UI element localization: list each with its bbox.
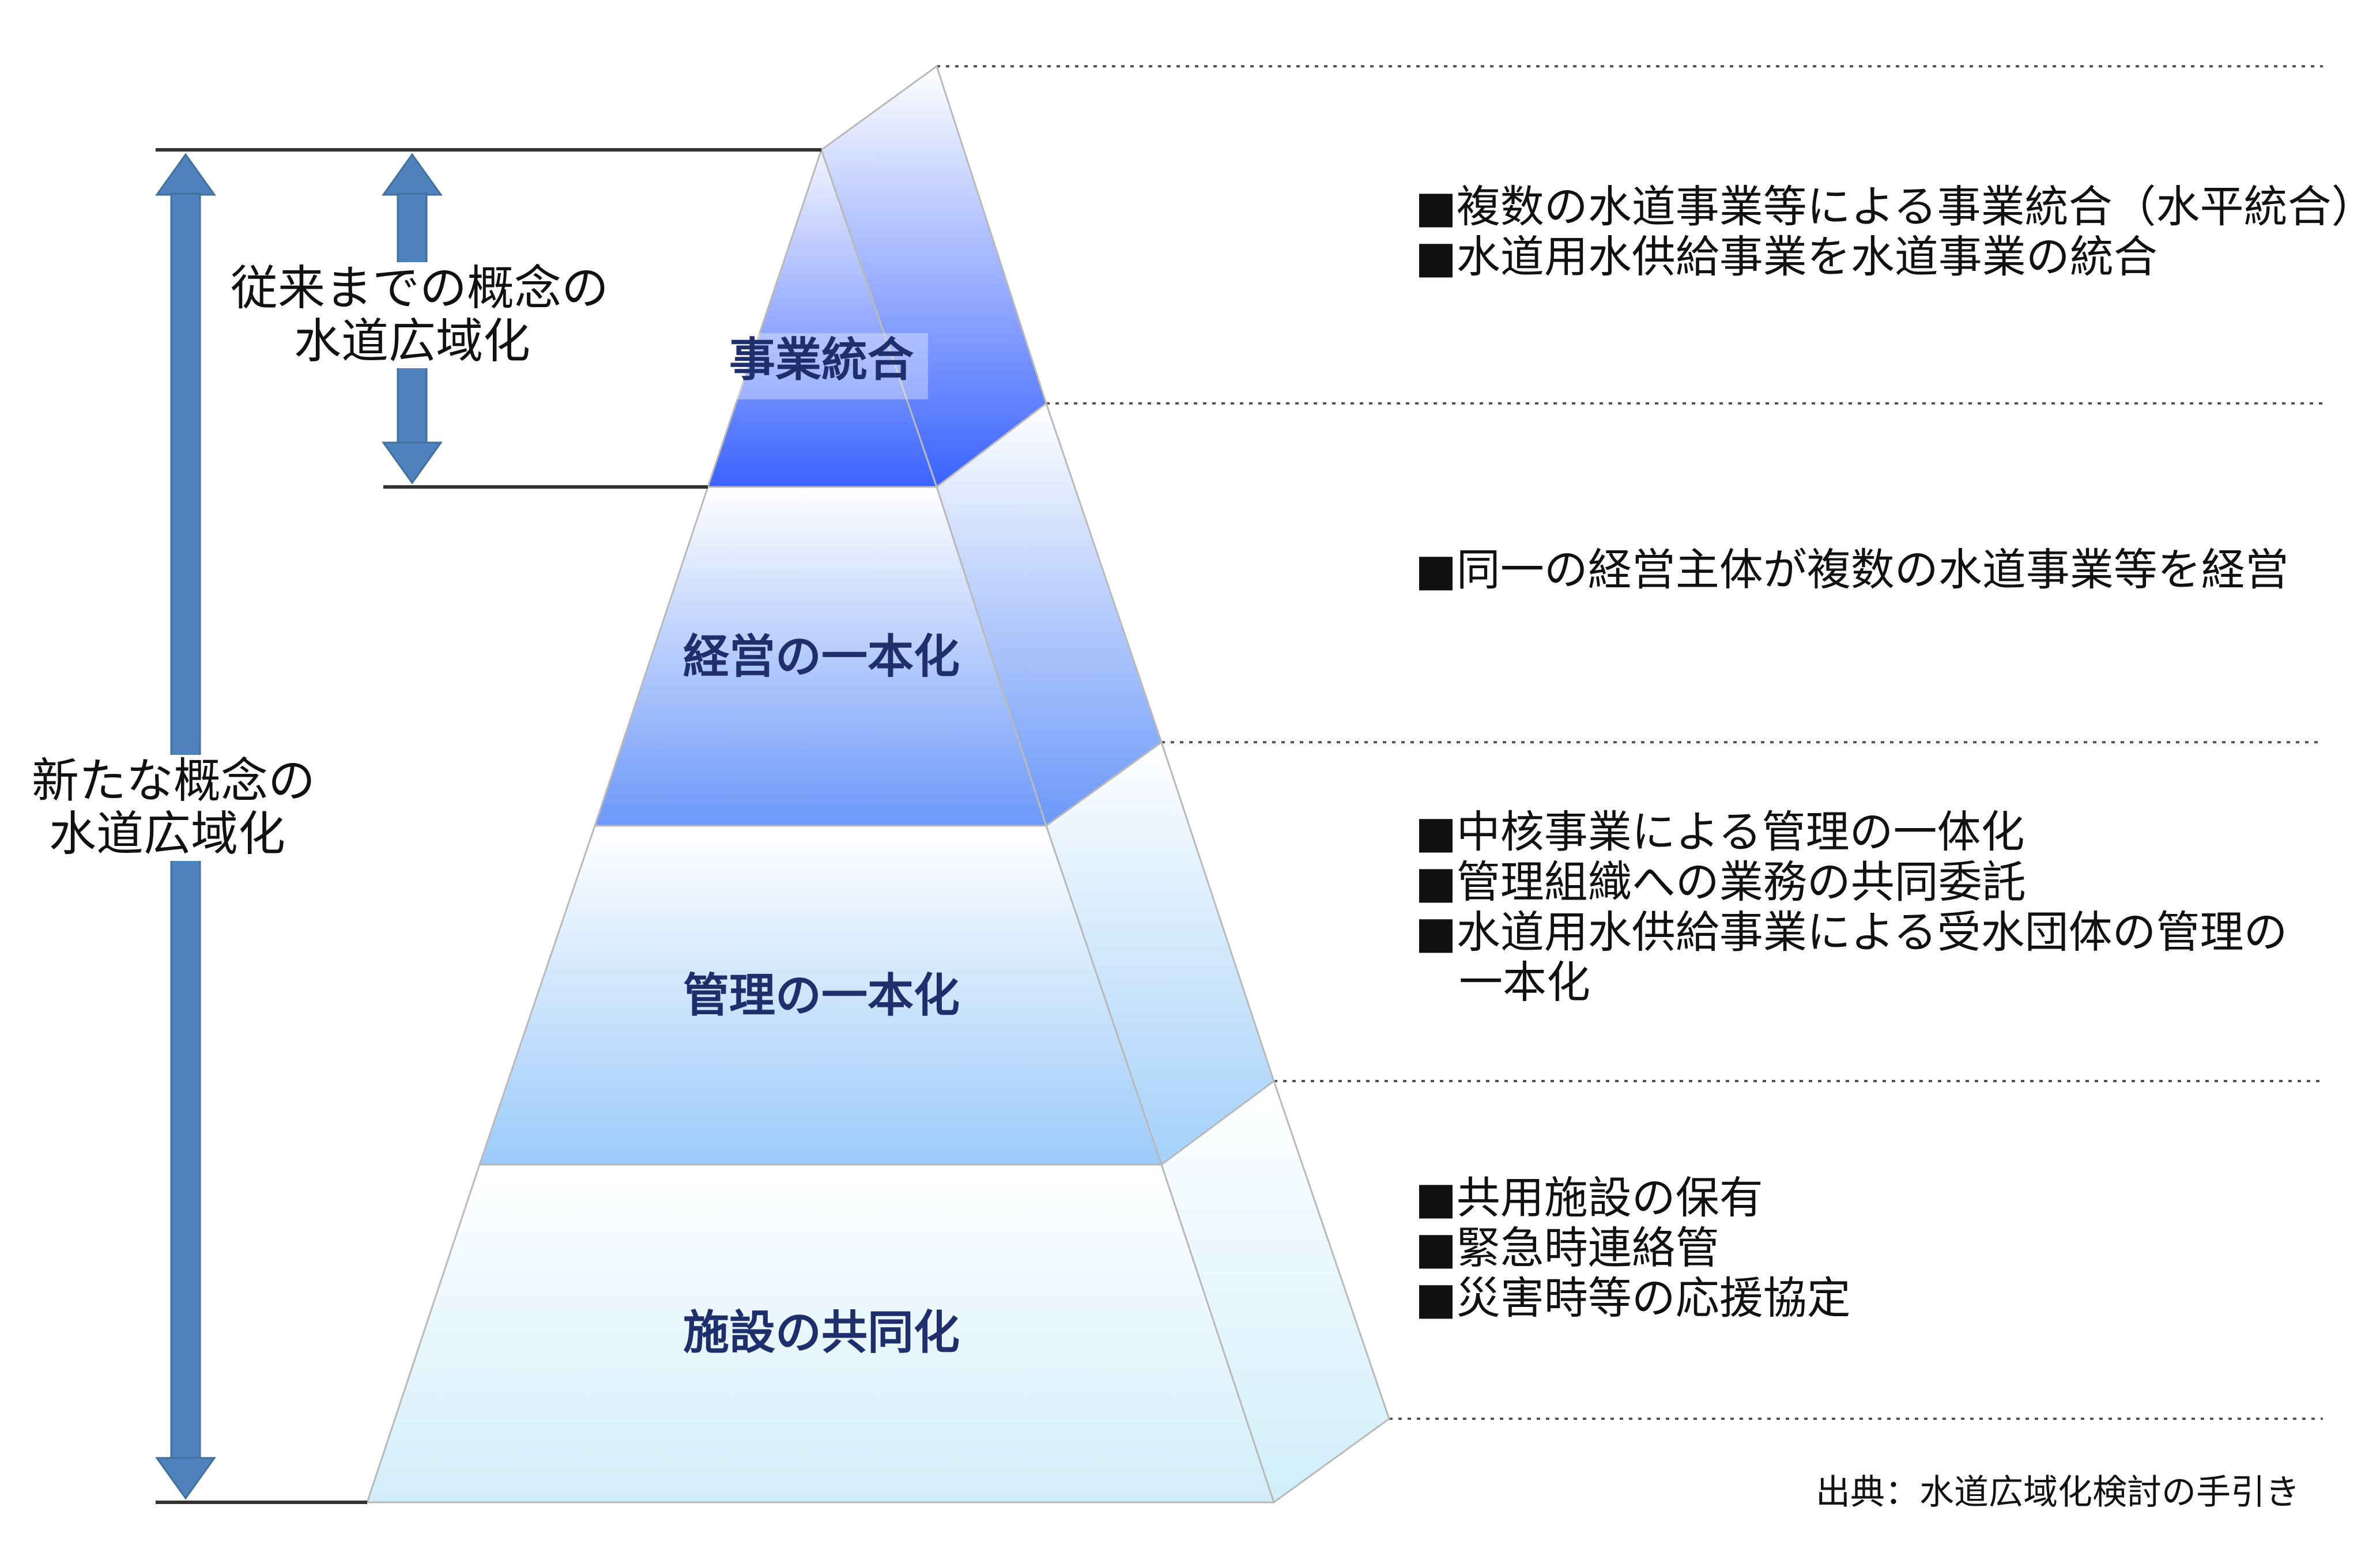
description-item: ■水道用水供給事業による受水団体の管理の [1415, 906, 2288, 958]
tier-4-label: 施設の共同化 [683, 1306, 960, 1359]
source-note: 出典：水道広域化検討の手引き [1816, 1472, 2300, 1513]
description-item: ■災害時等の応援協定 [1415, 1272, 1851, 1324]
tier-3-label: 管理の一本化 [683, 969, 960, 1022]
tier-3-descriptions: ■中核事業による管理の一体化 ■管理組織への業務の共同委託 ■水道用水供給事業に… [1415, 807, 2288, 1007]
arrow-head-down-icon [382, 441, 443, 485]
conventional-concept-label-line-1: 従来までの概念の [231, 261, 609, 316]
reference-lines [156, 148, 821, 1504]
tier-1-label-backing [726, 333, 928, 399]
description-item: 一本化 [1415, 957, 1590, 1008]
dotted-separators [937, 65, 2323, 1420]
new-concept-label-line-1: 新たな概念の [32, 754, 316, 808]
conventional-concept-label: 従来までの概念の 水道広域化 [231, 261, 609, 369]
pyramid [365, 65, 1390, 1504]
description-item: ■複数の水道事業等による事業統合（水平統合） [1415, 181, 2375, 232]
new-concept-label-line-2: 水道広域化 [48, 807, 285, 862]
tier-1-front [706, 147, 938, 488]
tier-4-descriptions: ■共用施設の保有 ■緊急時連絡管 ■災害時等の応援協定 [1415, 1173, 1851, 1323]
tier-2-label: 経営の一本化 [683, 630, 960, 683]
description-item: ■水道用水供給事業を水道事業の統合 [1415, 231, 2158, 282]
description-item: ■管理組織への業務の共同委託 [1415, 856, 2026, 908]
new-concept-label: 新たな概念の 水道広域化 [32, 754, 316, 862]
tier-2-descriptions: ■同一の経営主体が複数の水道事業等を経営 [1415, 545, 2289, 595]
description-item: ■緊急時連絡管 [1415, 1222, 1719, 1274]
description-item: ■共用施設の保有 [1415, 1172, 1763, 1223]
conventional-concept-label-line-2: 水道広域化 [293, 314, 530, 369]
description-item: ■同一の経営主体が複数の水道事業等を経営 [1415, 544, 2289, 595]
arrow-head-down-icon [155, 1457, 216, 1500]
tier-1-label: 事業統合 [729, 333, 914, 387]
tier-1-descriptions: ■複数の水道事業等による事業統合（水平統合） ■水道用水供給事業を水道事業の統合 [1415, 182, 2375, 282]
arrow-head-up-icon [382, 153, 443, 196]
arrow-head-up-icon [155, 153, 216, 196]
description-item: ■中核事業による管理の一体化 [1415, 806, 2025, 857]
